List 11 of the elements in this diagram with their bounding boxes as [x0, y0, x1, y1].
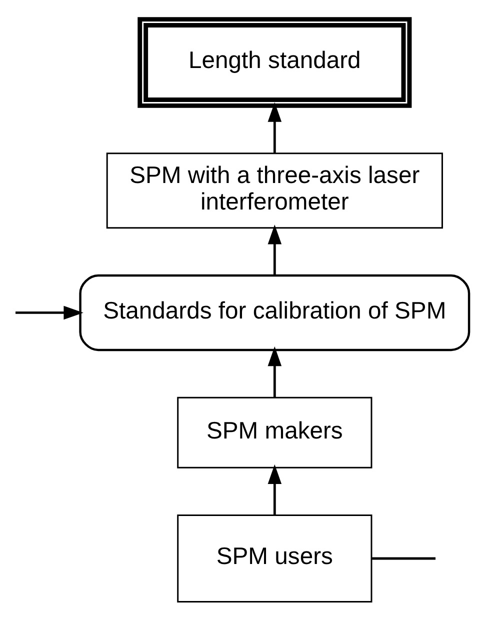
node-box: Length standard [137, 16, 412, 108]
arrow [267, 464, 282, 514]
arrow [267, 102, 282, 152]
node-box: SPM with a three-axis laser interferometer [106, 152, 442, 228]
arrow [267, 346, 282, 397]
arrow [15, 305, 83, 320]
connector [372, 556, 436, 560]
arrow [267, 224, 282, 275]
node-box: SPM makers [176, 396, 372, 468]
node-box: SPM users [176, 514, 372, 602]
node-box: Standards for calibration of SPM [78, 274, 470, 351]
